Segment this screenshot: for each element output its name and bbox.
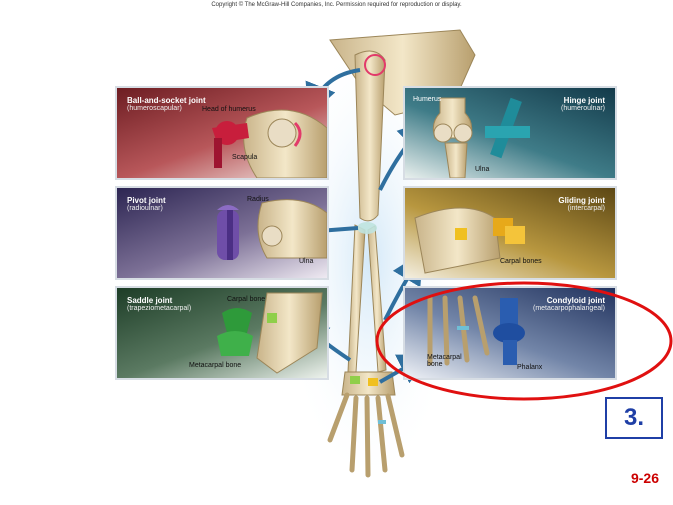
condyloid-title: Condyloid joint bbox=[546, 296, 605, 305]
label-carpal-bone: Carpal bone bbox=[227, 296, 266, 303]
label-radius: Radius bbox=[247, 196, 269, 203]
hinge-subtitle: (humeroulnar) bbox=[561, 105, 605, 112]
pivot-illustration bbox=[217, 199, 327, 260]
panel-hinge: Hinge joint (humeroulnar) Humerus Ulna bbox=[405, 88, 615, 178]
panel-saddle: Saddle joint (trapeziometacarpal) Carpal… bbox=[117, 288, 327, 378]
panel-gliding: Gliding joint (intercarpal) Carpal bones bbox=[405, 188, 615, 278]
ball-socket-subtitle: (humeroscapular) bbox=[127, 105, 182, 112]
copyright-notice: Copyright © The McGraw-Hill Companies, I… bbox=[211, 2, 462, 8]
hinge-illustration bbox=[432, 97, 530, 178]
slide-number: 9-26 bbox=[630, 470, 659, 486]
pivot-subtitle: (radioulnar) bbox=[127, 205, 163, 212]
panel-condyloid: Condyloid joint (metacarpophalangeal) Me… bbox=[405, 288, 615, 378]
label-saddle-metacarpal: Metacarpal bone bbox=[189, 362, 242, 369]
step-number-box: 3. bbox=[605, 397, 663, 439]
label-humerus: Humerus bbox=[413, 96, 442, 103]
panel-ball-and-socket: Ball-and-socket joint (humeroscapular) H… bbox=[117, 88, 327, 178]
gliding-title: Gliding joint bbox=[558, 196, 605, 205]
saddle-subtitle: (trapeziometacarpal) bbox=[127, 305, 192, 312]
ball-socket-title: Ball-and-socket joint bbox=[127, 96, 206, 105]
label-scapula: Scapula bbox=[232, 154, 258, 161]
label-condyloid-metacarpal: Metacarpal bone bbox=[427, 354, 462, 368]
label-phalanx: Phalanx bbox=[517, 364, 543, 371]
condyloid-subtitle: (metacarpophalangeal) bbox=[533, 305, 605, 312]
gliding-subtitle: (intercarpal) bbox=[567, 205, 605, 212]
hinge-title: Hinge joint bbox=[563, 96, 605, 105]
panel-pivot: Pivot joint (radioulnar) Radius Ulna bbox=[117, 188, 327, 278]
saddle-illustration bbox=[217, 292, 323, 374]
gliding-illustration bbox=[414, 207, 525, 274]
label-pivot-ulna: Ulna bbox=[299, 258, 314, 265]
pivot-title: Pivot joint bbox=[127, 196, 166, 205]
saddle-title: Saddle joint bbox=[127, 296, 173, 305]
label-head-of-humerus: Head of humerus bbox=[202, 106, 256, 113]
label-carpal-bones: Carpal bones bbox=[500, 258, 542, 265]
ball-socket-illustration bbox=[212, 109, 327, 178]
label-hinge-ulna: Ulna bbox=[475, 166, 490, 173]
